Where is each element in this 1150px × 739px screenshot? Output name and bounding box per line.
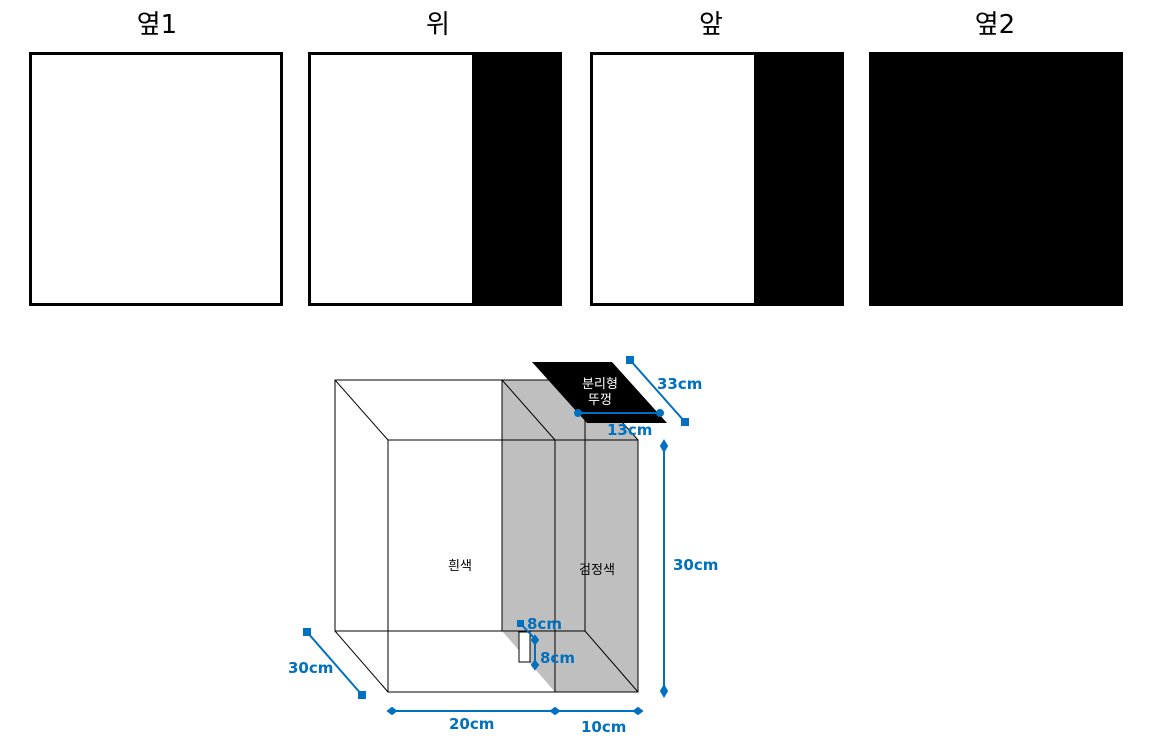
box-edge (584, 630, 639, 693)
view-title-side2: 옆2 (974, 10, 1016, 40)
dim-marker (386, 706, 398, 716)
divider-top (501, 379, 556, 441)
box-diagram: 분리형 뚜껑 흰색 검정색 33cm 13cm (288, 356, 718, 736)
box-front-face (387, 439, 639, 693)
dim-marker (530, 634, 540, 646)
dim-label-width-white: 20cm (449, 715, 494, 733)
view-panel-front (590, 52, 844, 306)
black-section-label: 검정색 (579, 563, 615, 578)
view-panel-side1 (29, 52, 283, 306)
dim-label-depth: 30cm (288, 659, 333, 677)
lid-label-2: 뚜껑 (588, 393, 612, 408)
box-back-face (334, 379, 586, 632)
dim-line-depth (306, 631, 363, 696)
white-section-label: 흰색 (448, 559, 472, 574)
dim-marker (530, 659, 540, 671)
dim-marker (681, 418, 689, 426)
dark-region (754, 55, 841, 303)
dim-marker (574, 409, 582, 417)
view-title-top: 위 (426, 10, 450, 40)
dim-marker (626, 356, 634, 364)
dim-marker (659, 684, 669, 698)
view-panel-top (308, 52, 562, 306)
dim-marker (303, 628, 311, 636)
dim-marker (659, 439, 669, 453)
dim-line-lid-diag (629, 359, 686, 423)
black-section-side (502, 380, 638, 692)
dim-label-lid-diag: 33cm (657, 375, 702, 393)
dim-marker (632, 706, 644, 716)
lid-label-1: 분리형 (582, 377, 618, 392)
dim-marker (358, 691, 366, 699)
dark-region (872, 55, 1120, 303)
dim-label-hole-w: 8cm (527, 615, 562, 633)
dim-label-width-black: 10cm (581, 718, 626, 736)
view-title-front: 앞 (699, 10, 723, 40)
dark-region (472, 55, 559, 303)
dim-label-lid-width: 13cm (607, 421, 652, 439)
dim-label-height: 30cm (673, 556, 718, 574)
hole (518, 631, 531, 663)
dim-marker (517, 620, 524, 627)
view-panel-side2 (869, 52, 1123, 306)
box-edge (334, 630, 389, 693)
lid-shape (532, 362, 667, 423)
dim-marker (656, 409, 664, 417)
dim-label-hole-h: 8cm (540, 649, 575, 667)
box-edge (334, 379, 389, 441)
view-title-side1: 옆1 (136, 10, 178, 40)
